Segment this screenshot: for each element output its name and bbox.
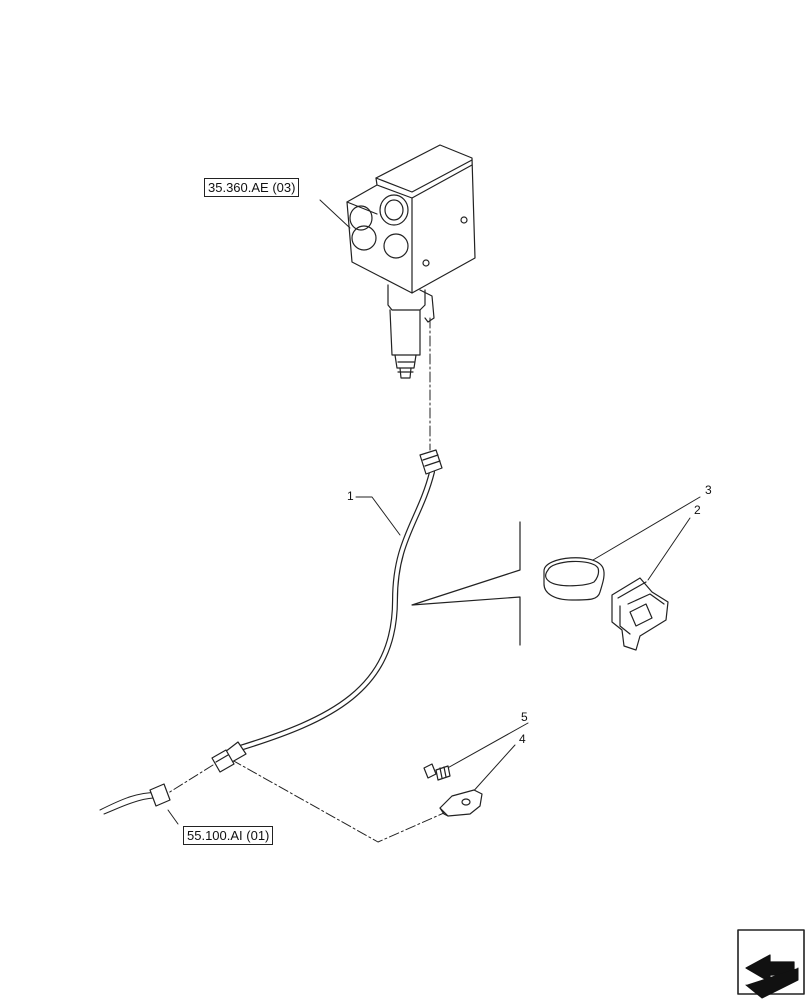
connection-line-left bbox=[164, 764, 214, 796]
callout-5: 5 bbox=[521, 710, 528, 724]
external-wire-icon bbox=[99, 783, 171, 815]
callout-2: 2 bbox=[694, 503, 701, 517]
bracket-icon bbox=[439, 789, 483, 817]
cap-icon bbox=[543, 557, 605, 601]
callout-3: 3 bbox=[705, 483, 712, 497]
reference-label-top[interactable]: 35.360.AE (03) bbox=[204, 178, 300, 197]
connection-line-lower bbox=[231, 759, 463, 843]
nav-arrow-icon[interactable] bbox=[737, 929, 805, 999]
harness-icon bbox=[211, 449, 443, 773]
valve-block-icon bbox=[346, 144, 476, 379]
clip-icon bbox=[611, 577, 669, 651]
assembly-pointer bbox=[411, 521, 521, 646]
leader-lines bbox=[167, 199, 701, 825]
callout-4: 4 bbox=[519, 732, 526, 746]
screw-icon bbox=[423, 763, 451, 781]
callout-1: 1 bbox=[347, 489, 354, 503]
reference-label-bottom[interactable]: 55.100.AI (01) bbox=[183, 826, 274, 845]
